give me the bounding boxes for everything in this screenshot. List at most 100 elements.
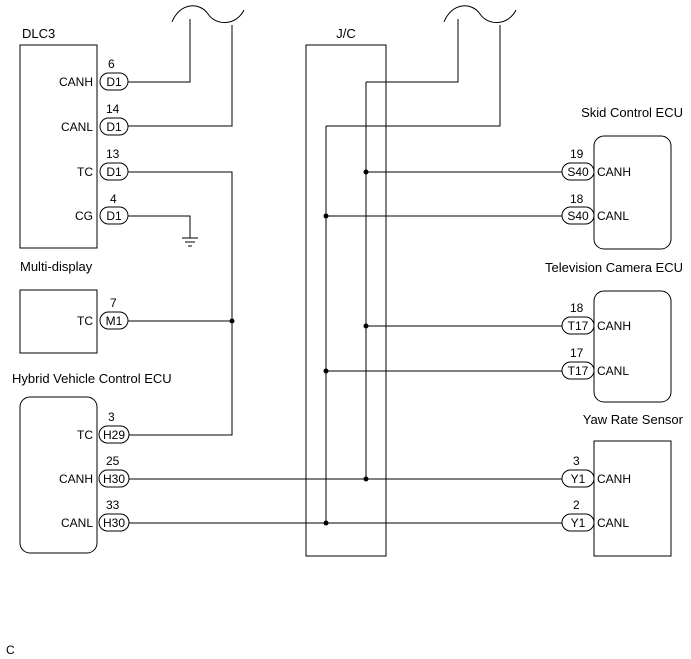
yaw-sensor-box: [593, 440, 672, 557]
connector-label: D1: [106, 75, 122, 89]
connector-label: H30: [103, 516, 125, 530]
pin-terminal-label: CANL: [597, 364, 629, 378]
splice-dot: [323, 368, 329, 374]
connector-pill: [561, 162, 595, 181]
dlc3-pin-canl: CANL 14 D1: [61, 102, 129, 136]
pin-number: 18: [570, 192, 584, 206]
splice-dot: [363, 323, 369, 329]
connector-pill: [99, 117, 129, 136]
splice-dot: [363, 169, 369, 175]
connector-label: M1: [106, 314, 123, 328]
wire-jc-canh-bus: [366, 19, 459, 83]
yaw-sensor-title: Yaw Rate Sensor: [583, 412, 684, 427]
wire-tc-bus: [128, 171, 233, 436]
splice-points: [229, 169, 369, 526]
pin-terminal-label: CANH: [597, 472, 631, 486]
connector-label: D1: [106, 165, 122, 179]
pin-terminal-label: TC: [77, 314, 93, 328]
connector-pill: [561, 361, 595, 380]
connector-pill: [561, 206, 595, 225]
wire-jc-canl-bus: [326, 25, 501, 127]
dlc3-title: DLC3: [22, 26, 55, 41]
hybrid-pin-canl: CANL 33 H30: [61, 498, 130, 532]
ground-symbol: [182, 237, 198, 247]
connector-label: Y1: [571, 516, 586, 530]
hybrid-pin-tc: TC 3 H29: [77, 410, 130, 444]
pin-number: 25: [106, 454, 120, 468]
multidisplay-pin-tc: TC 7 M1: [77, 296, 129, 330]
pin-terminal-label: TC: [77, 428, 93, 442]
hybrid-pin-canh: CANH 25 H30: [59, 454, 130, 488]
pin-number: 2: [573, 498, 580, 512]
jc-box: [305, 44, 387, 557]
connector-label: S40: [567, 209, 589, 223]
wire-dlc3-cg: [128, 215, 191, 238]
connector-label: H30: [103, 472, 125, 486]
pin-terminal-label: CANH: [59, 75, 93, 89]
connector-pill: [99, 311, 129, 330]
multidisplay-box: [19, 289, 98, 354]
dlc3-pin-tc: TC 13 D1: [77, 147, 129, 181]
connector-pill: [98, 425, 130, 444]
pin-number: 4: [110, 192, 117, 206]
tv-pin-canl: 17 T17 CANL: [561, 346, 629, 380]
pin-terminal-label: CANH: [597, 319, 631, 333]
pin-terminal-label: CANL: [597, 209, 629, 223]
splice-dot: [323, 520, 329, 526]
dlc3-pin-cg: CG 4 D1: [75, 192, 129, 225]
skid-ecu-box: [593, 135, 672, 250]
figure-code: C: [6, 643, 15, 657]
connector-label: S40: [567, 165, 589, 179]
connector-pill: [99, 206, 129, 225]
splice-dot: [363, 476, 369, 482]
pin-terminal-label: CANH: [597, 165, 631, 179]
pin-terminal-label: CANL: [61, 516, 93, 530]
dlc3-pin-canh: CANH 6 D1: [59, 57, 129, 91]
connector-label: D1: [106, 209, 122, 223]
connector-pill: [561, 513, 595, 532]
multidisplay-title: Multi-display: [20, 259, 93, 274]
splice-dot: [229, 318, 235, 324]
pin-number: 3: [573, 454, 580, 468]
pin-terminal-label: CANL: [61, 120, 93, 134]
connector-label: D1: [106, 120, 122, 134]
skid-pin-canl: 18 S40 CANL: [561, 192, 629, 225]
wire-break-left: [171, 5, 245, 23]
hybrid-ecu-box: [19, 396, 98, 554]
connector-label: T17: [568, 364, 589, 378]
yaw-pin-canh: 3 Y1 CANH: [561, 454, 631, 488]
connector-pill: [561, 469, 595, 488]
wire-dlc3-canl: [128, 25, 233, 127]
connector-pill: [98, 513, 130, 532]
dlc3-box: [19, 44, 98, 249]
pin-terminal-label: CANL: [597, 516, 629, 530]
connector-label: H29: [103, 428, 125, 442]
wire-dlc3-canh: [128, 19, 191, 83]
pin-number: 14: [106, 102, 120, 116]
connector-pill: [561, 316, 595, 335]
pin-number: 17: [570, 346, 584, 360]
splice-dot: [323, 213, 329, 219]
pin-number: 13: [106, 147, 120, 161]
pin-terminal-label: CG: [75, 209, 93, 223]
wire-break-right: [443, 5, 517, 23]
tv-ecu-box: [593, 290, 672, 403]
pin-terminal-label: TC: [77, 165, 93, 179]
skid-pin-canh: 19 S40 CANH: [561, 147, 631, 181]
hybrid-ecu-title: Hybrid Vehicle Control ECU: [12, 371, 172, 386]
skid-ecu-title: Skid Control ECU: [581, 105, 683, 120]
pin-number: 19: [570, 147, 584, 161]
yaw-pin-canl: 2 Y1 CANL: [561, 498, 629, 532]
pin-number: 7: [110, 296, 117, 310]
connector-pill: [98, 469, 130, 488]
wires: [128, 5, 562, 524]
pin-number: 33: [106, 498, 120, 512]
connector-label: T17: [568, 319, 589, 333]
connector-pill: [99, 72, 129, 91]
pin-number: 3: [108, 410, 115, 424]
pin-terminal-label: CANH: [59, 472, 93, 486]
tv-ecu-title: Television Camera ECU: [545, 260, 683, 275]
pin-number: 6: [108, 57, 115, 71]
jc-title: J/C: [336, 26, 356, 41]
